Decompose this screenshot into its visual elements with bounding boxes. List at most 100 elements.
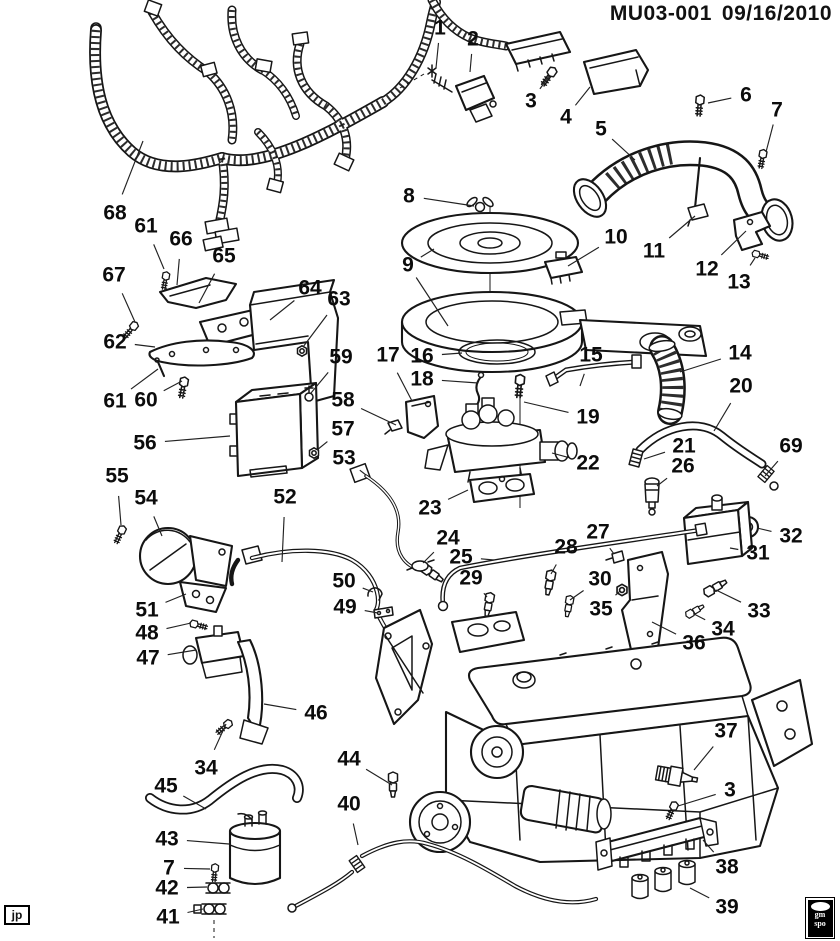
part-33-sensor (701, 576, 729, 599)
part-69-fitting (757, 464, 779, 491)
leader-line-29 (483, 592, 488, 598)
spo-stamp-text: spo (814, 918, 826, 928)
callout-53: 53 (332, 447, 355, 470)
callout-7: 7 (163, 857, 175, 880)
leader-line-20 (713, 402, 732, 432)
callout-24: 24 (436, 527, 460, 550)
drawing-number: MU03-001 (609, 2, 712, 25)
part-54-vacuum-actuator (138, 526, 234, 588)
leader-line-45 (183, 795, 207, 810)
leader-line-51 (165, 593, 187, 603)
leader-line-50 (362, 587, 374, 593)
leader-line-42 (186, 886, 208, 889)
callout-22: 22 (576, 452, 599, 475)
leader-line-55 (118, 495, 122, 526)
part-60-bolt (176, 375, 190, 400)
leader-line-25 (480, 558, 495, 561)
leader-line-53 (359, 469, 367, 476)
part-12-bracket (732, 210, 772, 252)
leader-line-7 (765, 124, 774, 153)
leader-line-38 (702, 839, 715, 853)
gm-stamp-text: gm (814, 910, 826, 919)
callout-40: 40 (337, 793, 360, 816)
leader-line-46 (263, 703, 297, 711)
part-16-gasket-ring (458, 339, 536, 365)
callout-31: 31 (746, 542, 770, 565)
callout-15: 15 (579, 344, 603, 367)
callout-29: 29 (459, 567, 482, 590)
leader-line-34 (213, 723, 227, 751)
callout-38: 38 (715, 856, 739, 879)
part-20-hose (635, 421, 767, 469)
part-7-bolt-lower (209, 862, 220, 883)
callout-55: 55 (105, 465, 129, 488)
callout-12: 12 (695, 258, 718, 281)
drawing-header: MU03-001 09/16/2010 (610, 2, 832, 26)
leader-line-63 (302, 314, 328, 348)
part-39-ignition-coils (631, 859, 696, 900)
callout-35: 35 (589, 598, 613, 621)
callout-34: 34 (711, 618, 735, 641)
callout-48: 48 (135, 622, 159, 645)
leader-line-67 (121, 293, 136, 323)
leader-line-66 (176, 258, 180, 286)
callout-46: 46 (304, 702, 327, 725)
leader-line-33 (715, 589, 742, 603)
callout-42: 42 (155, 877, 178, 900)
leader-line-47 (167, 649, 197, 656)
part-24-clamp (406, 559, 435, 572)
part-8-wing-nut (466, 196, 494, 213)
callout-1: 1 (434, 17, 446, 40)
part-36-bracket (620, 550, 670, 656)
leader-line-54 (153, 516, 163, 537)
callout-19: 19 (576, 406, 599, 429)
leader-line-9 (415, 277, 449, 327)
callout-2: 2 (467, 28, 479, 51)
callout-37: 37 (714, 720, 737, 743)
callout-34: 34 (194, 757, 218, 780)
part-53-oxygen-sensor-wire (349, 462, 446, 586)
callout-10: 10 (604, 226, 627, 249)
drawing-date: 09/16/2010 (721, 2, 832, 25)
leader-line-23 (447, 489, 469, 500)
leader-line-13 (749, 257, 756, 266)
leader-line-3 (539, 74, 551, 90)
part-6-bolt (693, 93, 706, 118)
leader-line-11 (668, 215, 696, 239)
leader-line-41 (187, 908, 204, 914)
leader-line-56 (164, 435, 231, 442)
leader-line-57 (316, 441, 328, 451)
part-14-corrugated-hose (648, 335, 686, 425)
part-15-vacuum-pipe (545, 354, 642, 387)
part-42-clamp (205, 882, 231, 894)
leader-line-32 (756, 527, 772, 532)
part-34-sensor (683, 602, 706, 620)
callout-7: 7 (771, 99, 783, 122)
callout-56: 56 (133, 432, 156, 455)
leader-line-9 (420, 248, 435, 258)
callout-52: 52 (273, 486, 296, 509)
callout-66: 66 (169, 228, 192, 251)
callout-65: 65 (212, 245, 236, 268)
callout-21: 21 (672, 435, 696, 458)
part-10-sensor-module (543, 251, 584, 285)
part-22-throttle-body (424, 397, 578, 483)
callout-69: 69 (779, 435, 802, 458)
part-45-hose (145, 763, 304, 815)
callout-64: 64 (298, 277, 322, 300)
callout-20: 20 (729, 375, 752, 398)
leader-line-22 (551, 452, 569, 459)
callout-3: 3 (724, 779, 736, 802)
leader-line-44 (365, 768, 393, 786)
callout-27: 27 (586, 521, 609, 544)
callout-17: 17 (376, 344, 399, 367)
callout-54: 54 (134, 487, 158, 510)
leader-line-2 (469, 53, 473, 73)
leader-line-12 (720, 230, 747, 256)
callout-50: 50 (332, 570, 355, 593)
leader-line-65 (198, 273, 216, 304)
part-44-injector-sensor (387, 771, 399, 798)
callout-61: 61 (103, 390, 127, 413)
callout-44: 44 (337, 748, 361, 771)
